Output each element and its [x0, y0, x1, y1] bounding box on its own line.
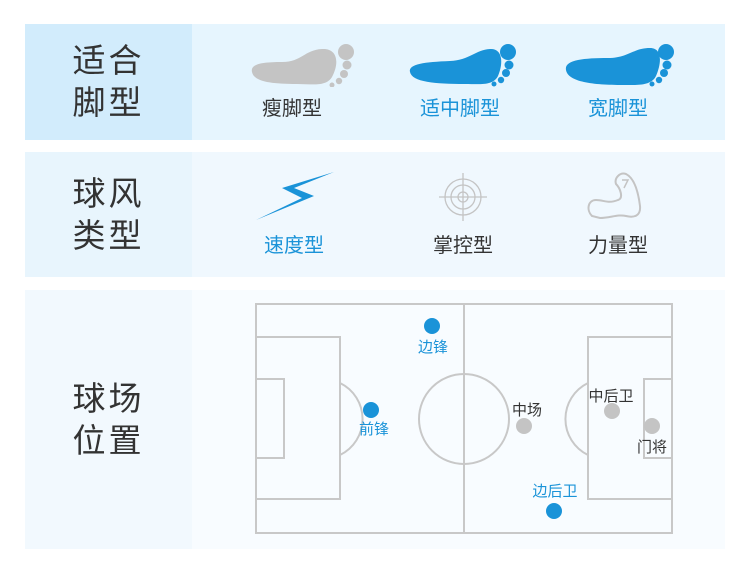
play-style-power: 力量型	[548, 170, 688, 260]
left-penalty-box	[255, 336, 341, 500]
play-style-label-cell	[25, 152, 192, 277]
position-label-cell	[25, 290, 192, 549]
player-dot-center-back	[604, 403, 620, 419]
player-label-winger: 边锋	[418, 338, 448, 356]
foot-type-wide: 宽脚型	[548, 40, 688, 130]
narrow-foot-icon	[251, 44, 354, 87]
player-label-goalkeeper: 门将	[637, 438, 667, 456]
player-dot-winger	[424, 318, 440, 334]
crosshair-icon	[439, 173, 487, 221]
wide-foot-icon	[565, 44, 674, 87]
left-penalty-arc	[339, 382, 364, 456]
left-goal-box	[255, 378, 285, 459]
play-style-label: 球风类型	[72, 173, 145, 255]
player-label-midfielder: 中场	[512, 401, 542, 419]
player-dot-goalkeeper	[644, 418, 660, 434]
play-style-speed: 速度型	[224, 170, 364, 260]
player-label-striker: 前锋	[359, 420, 389, 438]
foot-type-narrow: 瘦脚型	[222, 40, 362, 130]
player-label-fullback: 边后卫	[532, 482, 577, 500]
muscle-arm-icon	[587, 172, 642, 220]
player-label-center-back: 中后卫	[588, 387, 633, 405]
position-label: 球场位置	[72, 378, 145, 460]
right-goal-box	[643, 378, 673, 459]
play-style-control: 掌控型	[393, 170, 533, 260]
medium-foot-icon	[409, 44, 516, 87]
center-circle	[418, 373, 510, 465]
right-penalty-box	[587, 336, 673, 500]
right-penalty-arc	[564, 382, 589, 456]
player-dot-fullback	[546, 503, 562, 519]
player-dot-midfielder	[516, 418, 532, 434]
player-dot-striker	[363, 402, 379, 418]
foot-type-medium: 适中脚型	[390, 40, 530, 130]
position-panel	[192, 290, 725, 549]
foot-type-label: 适合脚型	[72, 41, 145, 122]
foot-type-label-cell	[25, 24, 192, 140]
